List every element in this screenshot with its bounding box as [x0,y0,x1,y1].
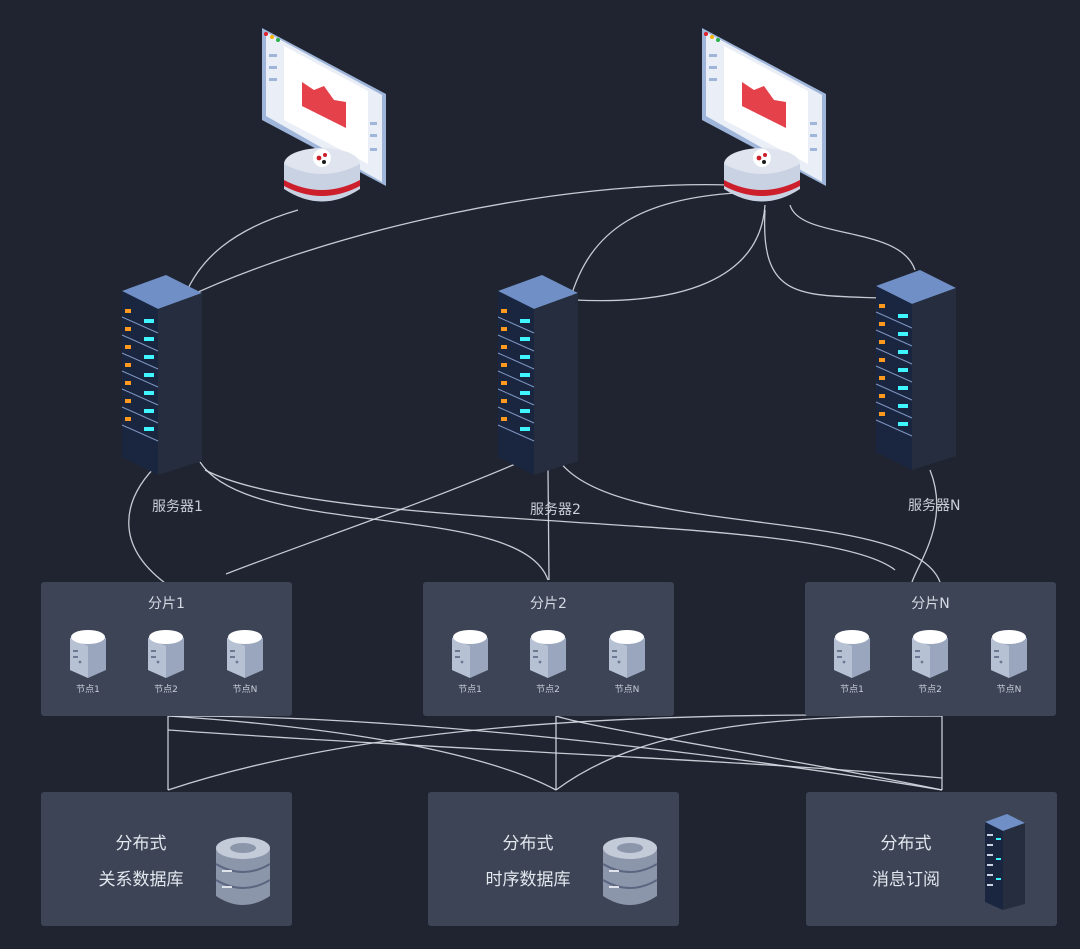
server-rack-icon [875,270,956,470]
node-label: 节点2 [918,685,942,695]
storage-text: 分布式 关系数据库 [61,826,221,898]
node-server-icon [834,630,870,678]
server-rack-1 [118,275,206,475]
node-server-icon [148,630,184,678]
node-server-icon [609,630,645,678]
node-label: 节点N [232,685,258,695]
storage-subtitle: 时序数据库 [485,870,571,890]
storage-panel-message-subscription: 分布式 消息订阅 [806,792,1057,926]
server-label-n: 服务器N [908,498,961,514]
server-rack-icon [497,275,578,475]
node-n: 节点N [599,626,655,695]
storage-text: 分布式 时序数据库 [448,826,608,898]
node-server-icon [912,630,948,678]
server-rack-icon [121,275,202,475]
storage-text: 分布式 消息订阅 [826,826,986,898]
node-label: 节点1 [76,685,100,695]
node-label: 节点N [996,685,1022,695]
node-2: 节点2 [520,626,576,695]
storage-title: 分布式 [115,834,167,854]
server-rack-n [872,270,960,470]
node-label: 节点2 [154,685,178,695]
node-1: 节点1 [60,626,116,695]
monitor-workstation-1 [256,24,396,214]
node-server-icon [991,630,1027,678]
node-server-icon [452,630,488,678]
node-2: 节点2 [138,626,194,695]
node-server-icon [70,630,106,678]
node-label: 节点N [614,685,640,695]
shard-panel-n: 分片N 节点1 节点2 [805,582,1056,716]
node-label: 节点1 [458,685,482,695]
node-1: 节点1 [442,626,498,695]
server-rack-2 [494,275,582,475]
database-icon [599,834,661,912]
node-label: 节点1 [840,685,864,695]
storage-subtitle: 关系数据库 [98,870,184,890]
monitor-icon [262,28,386,202]
node-server-icon [227,630,263,678]
node-label: 节点2 [536,685,560,695]
storage-title: 分布式 [502,834,554,854]
shard-panel-2: 分片2 节点1 节点2 [423,582,674,716]
storage-subtitle: 消息订阅 [872,870,940,890]
node-1: 节点1 [824,626,880,695]
server-rack-icon [983,814,1027,910]
storage-title: 分布式 [880,834,932,854]
node-n: 节点N [981,626,1037,695]
shard-panel-1: 分片1 节点1 节点2 [41,582,292,716]
server-label-1: 服务器1 [152,499,203,515]
node-server-icon [530,630,566,678]
storage-panel-timeseries-db: 分布式 时序数据库 [428,792,679,926]
shard-title: 分片1 [148,596,185,612]
storage-panel-relational-db: 分布式 关系数据库 [41,792,292,926]
shard-title: 分片2 [530,596,567,612]
monitor-icon [702,28,826,202]
shard-title: 分片N [911,596,950,612]
database-icon [212,834,274,912]
monitor-workstation-2 [696,24,836,214]
node-n: 节点N [217,626,273,695]
server-label-2: 服务器2 [530,502,581,518]
node-2: 节点2 [902,626,958,695]
